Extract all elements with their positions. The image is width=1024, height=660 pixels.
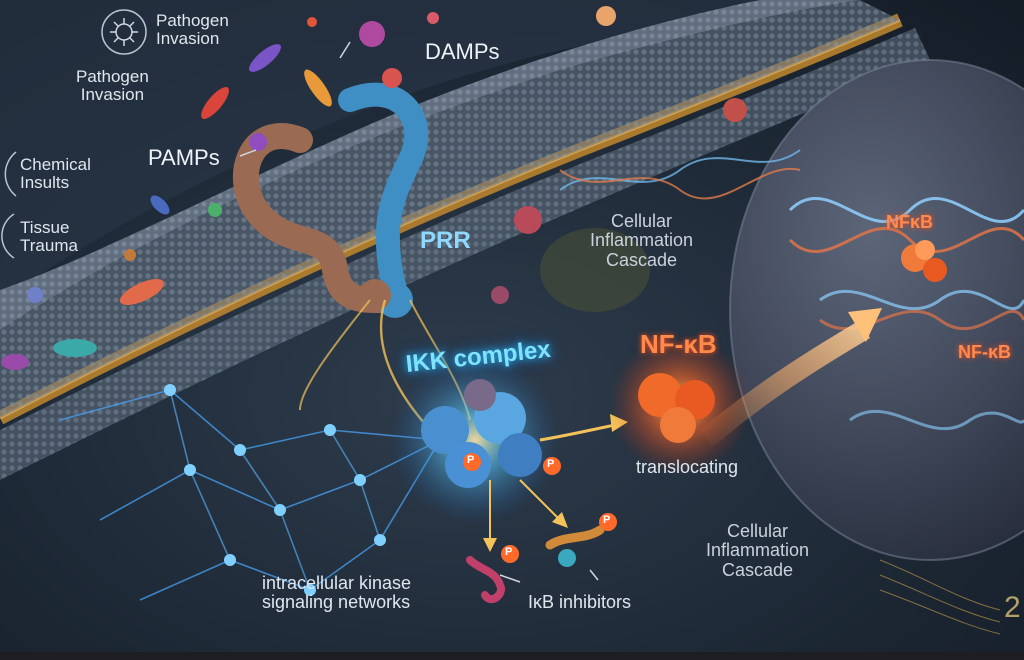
pamps-label: PAMPs [148,145,220,170]
phosphate-label-4: P [603,514,611,526]
ikb-inhibitors-label: IκB inhibitors [528,592,632,612]
ikk-complex [390,355,560,525]
dna-helix-nucleus [788,196,1024,431]
virus-icon [101,9,147,55]
phosphate-label-2: P [547,458,555,470]
ikb-inhibitor-molecules [466,525,605,604]
prr-label: PRR [420,227,471,254]
bottom-strip [0,652,1024,660]
phosphate-label-1: P [467,454,475,466]
cascade-label-bottom: Cellular Inflammation Cascade [706,521,810,580]
chemical-insults-label: Chemical Insults [20,155,91,193]
nfkb-nucleus-label: NFκB [886,212,934,232]
pathogen-invasion-label: Pathogen Invasion [76,67,149,105]
nfkb-protein-cytoplasm [610,335,750,475]
damps-label: DAMPs [425,39,500,64]
cascade-blob [540,228,650,312]
tissue-trauma-label: Tissue Trauma [20,218,78,256]
nfkb-protein-nucleus [901,240,947,282]
phosphate-groups [463,453,617,563]
translocating-label: translocating [636,457,739,477]
corner-mark: 2 [1004,591,1021,624]
pathogen-particles [1,6,747,370]
kinase-network-label: intracellular kinase signaling networks [262,573,412,613]
nfkb-right-label: NF-κB [958,342,1012,362]
nfkb-cytoplasm-label: NF-κB [640,329,717,359]
phosphate-label-3: P [505,546,513,558]
dna-helix-top [559,149,801,200]
corner-decoration [879,559,1001,635]
cascade-label-top: Cellular Inflammation Cascade [590,211,694,270]
pathogen-invasion-label-icon: Pathogen Invasion [156,11,229,49]
cell-membrane [0,0,930,480]
chemical-insults-icon [4,151,17,197]
tissue-trauma-icon [1,213,15,259]
